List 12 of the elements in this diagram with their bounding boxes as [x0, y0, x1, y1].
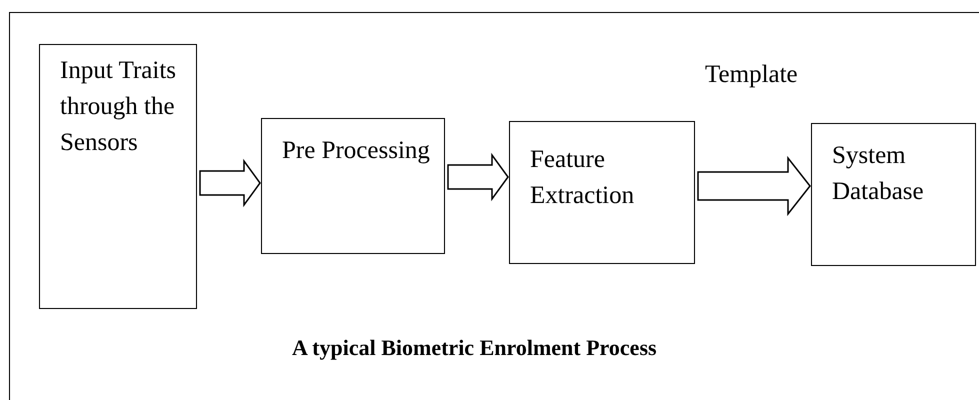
process-box: [39, 44, 197, 309]
block-arrow: [447, 152, 509, 202]
process-box: [811, 123, 976, 266]
process-box: [261, 118, 445, 254]
box-text: System Database: [832, 141, 925, 207]
box-text: Feature Extraction: [530, 145, 636, 211]
block-arrow: [199, 158, 261, 208]
box-text: Input Traits through the Sensors: [60, 56, 178, 158]
caption: A typical Biometric Enrolment Process: [292, 335, 657, 361]
block-arrow: [697, 156, 811, 216]
box-text: Pre Processing: [282, 136, 430, 166]
process-box: [509, 121, 695, 264]
